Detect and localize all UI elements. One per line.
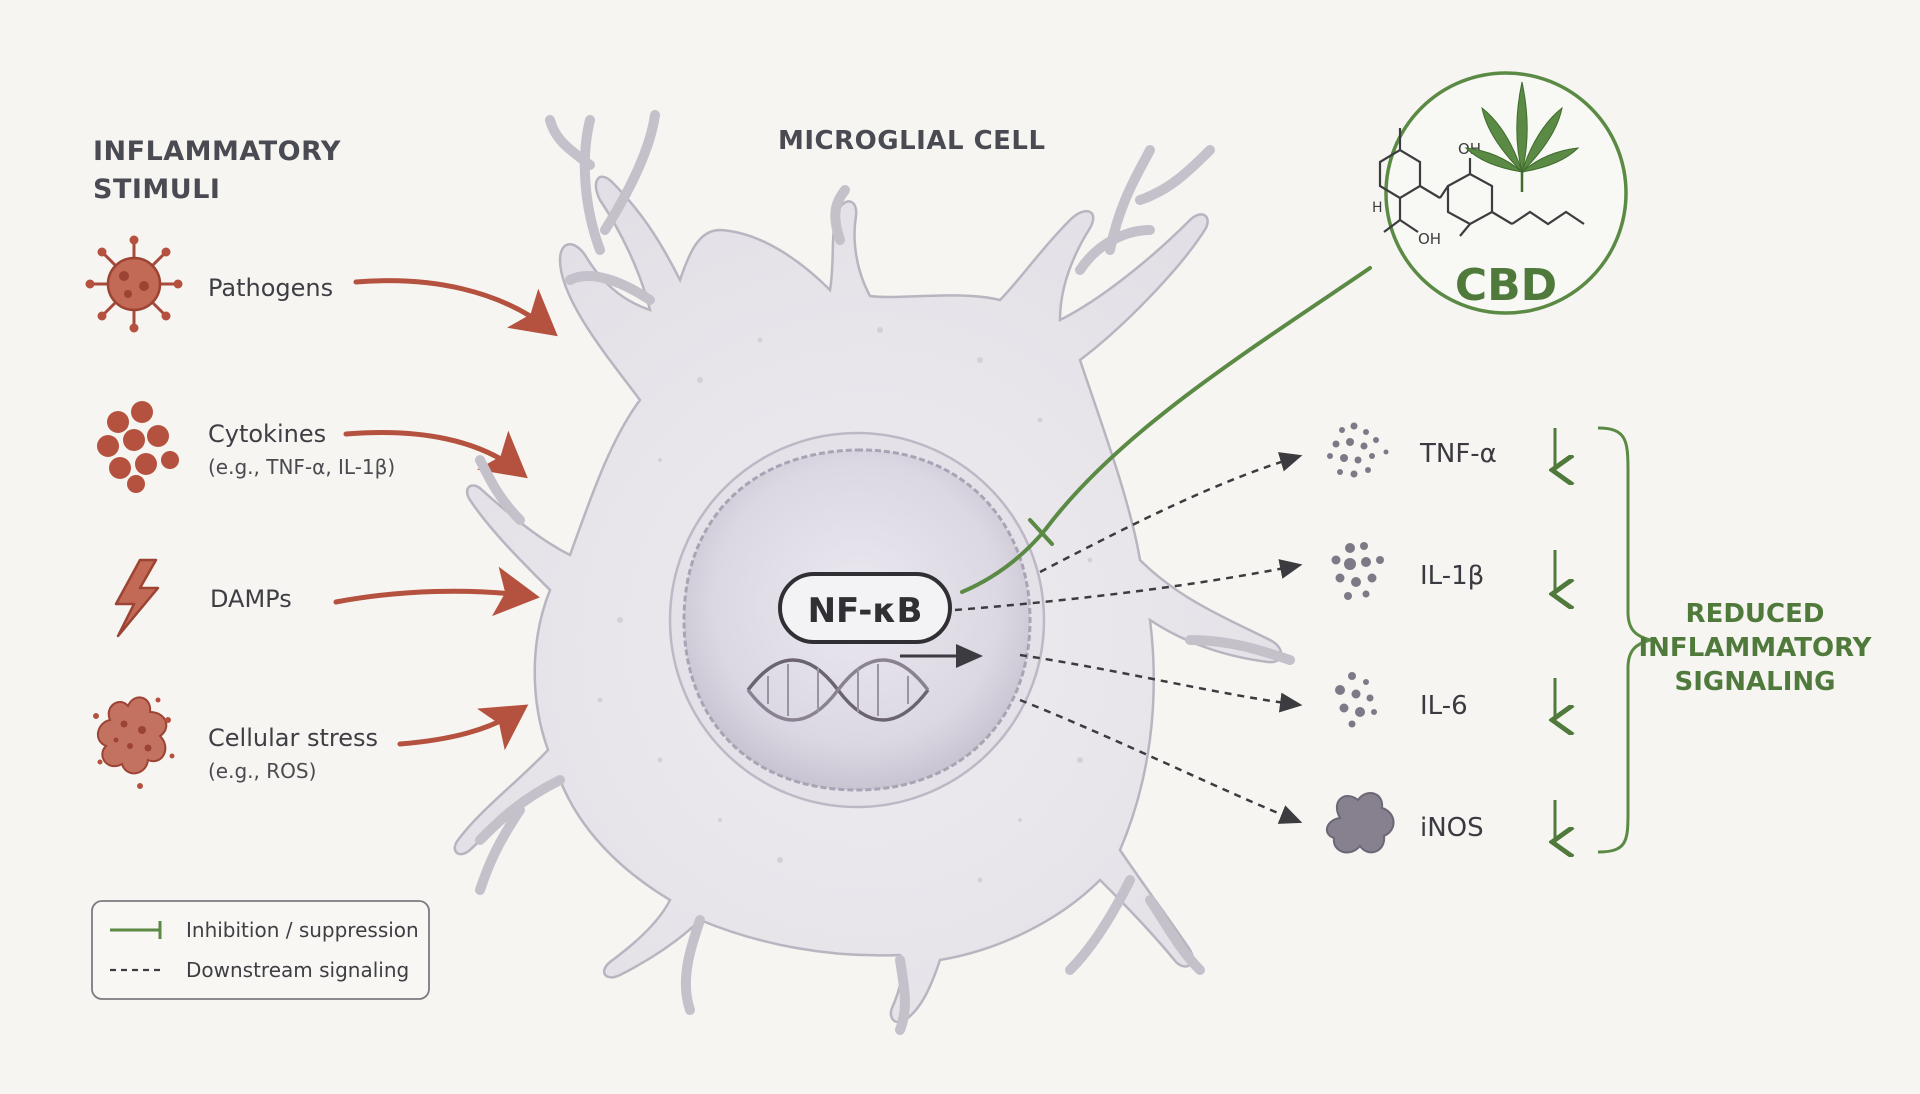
cbd-inhibition-line <box>960 266 1372 594</box>
cbd-h-label: H <box>1372 200 1383 216</box>
summary-line1: REDUCED <box>1686 599 1825 629</box>
legend-inhibition-label: Inhibition / suppression <box>186 918 419 942</box>
il6-dots-icon <box>1335 672 1377 728</box>
arrow-to-il6 <box>1019 653 1303 713</box>
cbd-molecule-panel: OH OH H CBD <box>1372 71 1628 315</box>
arrow-to-inos <box>1019 698 1303 824</box>
stimulus-cytokines-sublabel: (e.g., TNF-α, IL-1β) <box>208 455 395 479</box>
arrow-damps <box>333 566 540 617</box>
cbd-label: CBD <box>1455 260 1557 311</box>
nfkb-pill <box>778 572 952 644</box>
dna-helix-icon <box>746 644 983 722</box>
summary-line3: SIGNALING <box>1675 667 1836 697</box>
arrow-pathogens <box>353 278 558 337</box>
stimulus-pathogens-label: Pathogens <box>208 274 333 302</box>
summary-line2: INFLAMMATORY <box>1639 633 1873 663</box>
stimuli-heading-line2: STIMULI <box>93 174 220 205</box>
arrow-to-il1b <box>954 559 1303 612</box>
stimuli-heading-line1: INFLAMMATORY <box>93 136 341 167</box>
arrow-stress <box>397 704 529 751</box>
legend-downstream-label: Downstream signaling <box>186 958 409 982</box>
inos-enzyme-icon <box>1325 792 1395 854</box>
cytokine-cluster-icon <box>97 401 179 493</box>
output-il6-label: IL-6 <box>1420 691 1468 721</box>
lightning-icon <box>114 558 160 638</box>
stimulus-cytokines-label: Cytokines <box>208 420 326 448</box>
stimulus-stress-label: Cellular stress <box>208 724 378 752</box>
output-il1b-label: IL-1β <box>1420 561 1484 591</box>
cannabis-leaf-icon <box>1464 81 1580 192</box>
legend: Inhibition / suppression Downstream sign… <box>91 900 430 1000</box>
stimulus-damps-label: DAMPs <box>210 585 292 613</box>
output-bracket <box>1597 426 1656 854</box>
output-inos-label: iNOS <box>1420 813 1484 843</box>
arrow-to-tnf <box>1039 452 1303 574</box>
stimulus-stress-sublabel: (e.g., ROS) <box>208 759 316 783</box>
nfkb-label: NF-κB <box>808 591 923 631</box>
output-tnf-label: TNF-α <box>1419 439 1497 469</box>
il1b-dots-icon <box>1331 542 1384 600</box>
virus-icon <box>85 235 183 333</box>
cbd-oh-bottom: OH <box>1418 230 1441 248</box>
tnf-dots-icon <box>1327 422 1389 478</box>
cell-title: MICROGLIAL CELL <box>778 126 1046 156</box>
arrow-cytokines <box>343 430 528 479</box>
stress-particle-icon <box>93 696 175 789</box>
